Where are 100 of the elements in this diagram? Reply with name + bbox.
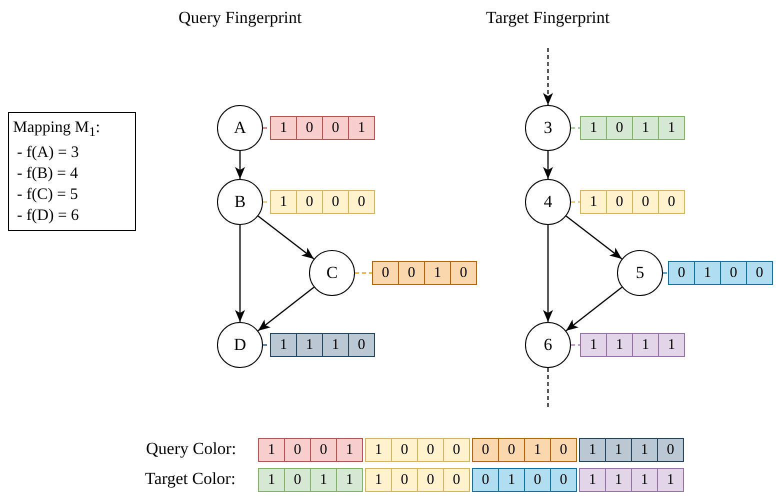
connector-line	[571, 344, 580, 346]
bit-cell: 0	[658, 190, 685, 214]
bit-vector	[365, 438, 470, 462]
bit-cell: 0	[348, 333, 375, 357]
bit-cell: 1	[632, 333, 659, 357]
bit-cell: 1	[365, 438, 392, 462]
connector-line	[263, 201, 270, 203]
bit-cell: 1	[424, 261, 451, 285]
bit-cell: 0	[720, 261, 747, 285]
bit-cell: 1	[658, 333, 685, 357]
bit-cell: 0	[398, 261, 425, 285]
bit-cell: 1	[348, 116, 375, 140]
bit-vector	[270, 116, 375, 140]
bit-cell: 0	[657, 438, 684, 462]
bit-cell: 1	[258, 438, 285, 462]
connector-line	[263, 344, 270, 346]
mapping-entry: - f(D) = 6	[16, 206, 80, 226]
column-heading: Query Fingerprint	[178, 8, 302, 28]
graph-node-circle: A	[217, 105, 263, 151]
bit-vector	[270, 333, 375, 357]
bit-cell: 0	[417, 438, 444, 462]
bit-cell: 1	[580, 116, 607, 140]
bit-cell: 0	[550, 438, 577, 462]
bit-cell: 0	[524, 468, 551, 492]
bit-cell: 0	[296, 116, 323, 140]
bit-cell: 0	[668, 261, 695, 285]
bit-cell: 0	[284, 468, 311, 492]
arrow	[543, 48, 553, 105]
bit-cell: 0	[606, 116, 633, 140]
bit-cell: 0	[746, 261, 773, 285]
bit-cell: 0	[348, 190, 375, 214]
bit-cell: 0	[391, 438, 418, 462]
bit-vector	[365, 468, 470, 492]
bit-cell: 1	[579, 438, 606, 462]
arrow	[235, 225, 245, 322]
graph-node-circle: 5	[617, 250, 663, 296]
graph-node-circle: 3	[525, 105, 571, 151]
bit-vector	[472, 468, 577, 492]
mapping-heading: Mapping M$_{1}$:	[13, 118, 102, 142]
bit-cell: 1	[365, 468, 392, 492]
bit-cell: 0	[296, 190, 323, 214]
bit-cell: 1	[524, 438, 551, 462]
bit-vector	[372, 261, 477, 285]
bit-cell: 1	[498, 468, 525, 492]
arrow	[258, 286, 314, 332]
arrow	[235, 151, 245, 179]
mapping-entry: - f(C) = 5	[16, 185, 80, 206]
connector-line	[355, 272, 372, 274]
bit-cell: 0	[498, 438, 525, 462]
bit-cell: 0	[632, 190, 659, 214]
bit-cell: 1	[270, 190, 297, 214]
mapping-entry: - f(B) = 4	[16, 164, 80, 184]
bit-cell: 0	[443, 438, 470, 462]
bit-cell: 1	[605, 438, 632, 462]
arrow	[566, 286, 622, 332]
graph-node-circle: 6	[525, 322, 571, 368]
connector-line	[571, 201, 580, 203]
bit-cell: 1	[605, 468, 632, 492]
bit-vector	[258, 438, 363, 462]
bit-vector	[270, 190, 375, 214]
bit-cell: 1	[580, 190, 607, 214]
connector-line	[571, 127, 580, 129]
connector-line	[547, 368, 549, 408]
connector-line	[663, 272, 668, 274]
row-label: Target Color:	[145, 469, 236, 489]
bit-cell: 0	[606, 190, 633, 214]
bit-cell: 1	[336, 438, 363, 462]
bit-vector	[258, 468, 363, 492]
bit-cell: 0	[322, 190, 349, 214]
mapping-box	[8, 112, 136, 232]
bit-vector	[580, 333, 685, 357]
arrow	[543, 151, 553, 179]
bit-cell: 1	[580, 333, 607, 357]
bit-cell: 0	[417, 468, 444, 492]
bit-vector	[472, 438, 577, 462]
column-heading: Target Fingerprint	[486, 8, 610, 28]
bit-cell: 1	[606, 333, 633, 357]
bit-vector	[668, 261, 773, 285]
bit-cell: 0	[372, 261, 399, 285]
graph-node-circle: B	[217, 179, 263, 225]
bit-cell: 0	[550, 468, 577, 492]
bit-cell: 1	[632, 116, 659, 140]
bit-vector	[580, 116, 685, 140]
bit-cell: 1	[657, 468, 684, 492]
bit-cell: 1	[631, 468, 658, 492]
bit-cell: 1	[694, 261, 721, 285]
bit-cell: 0	[443, 468, 470, 492]
bit-vector	[580, 190, 685, 214]
arrow	[258, 216, 314, 260]
arrow	[543, 225, 553, 322]
bit-cell: 1	[658, 116, 685, 140]
bit-cell: 0	[472, 468, 499, 492]
arrow	[566, 216, 622, 260]
bit-cell: 0	[284, 438, 311, 462]
bit-cell: 1	[270, 116, 297, 140]
bit-cell: 1	[579, 468, 606, 492]
bit-vector	[579, 468, 684, 492]
bit-cell: 0	[391, 468, 418, 492]
bit-vector	[579, 438, 684, 462]
bit-cell: 1	[310, 468, 337, 492]
